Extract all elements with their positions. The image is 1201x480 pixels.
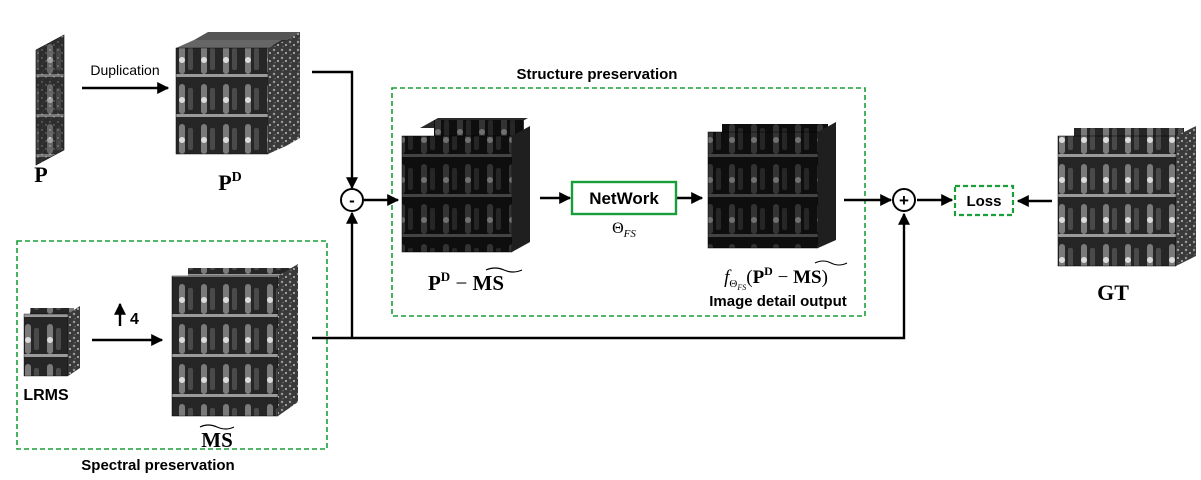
pd-label: PD — [218, 170, 242, 195]
pd-layer-front — [175, 40, 286, 155]
subtract-symbol: - — [349, 191, 355, 210]
connectors — [82, 70, 1052, 346]
diff-formula-label: PD − MS — [428, 267, 523, 295]
ms-image-stack — [171, 264, 298, 417]
p-label: P — [34, 162, 47, 187]
svg-text:fΘFS(PD − MS): fΘFS(PD − MS) — [724, 264, 828, 292]
network-label: NetWork — [589, 189, 659, 208]
diff-image-stack — [401, 118, 530, 253]
image-detail-label: Image detail output — [709, 293, 847, 310]
ms-label: MS — [201, 428, 233, 452]
p-image — [35, 34, 65, 166]
ms-tilde — [199, 424, 235, 430]
upsample-factor-label: 4 — [130, 311, 139, 328]
gt-image-stack — [1057, 126, 1196, 267]
output-tilde — [814, 260, 848, 266]
loss-label: Loss — [966, 193, 1001, 210]
svg-text:PD − MS: PD − MS — [428, 269, 504, 295]
spectral-preservation-frame — [16, 240, 328, 450]
arrow-ms-to-add — [312, 212, 910, 340]
network-block: NetWork — [570, 180, 678, 216]
diff-tilde — [485, 267, 523, 273]
output-formula-label: fΘFS(PD − MS) — [724, 260, 848, 292]
spectral-preservation-title: Spectral preservation — [81, 457, 234, 474]
lrms-label: LRMS — [23, 387, 69, 404]
structure-preservation-title: Structure preservation — [517, 66, 678, 83]
pd-image-stack — [175, 32, 300, 155]
gt-label: GT — [1097, 280, 1129, 305]
arrow-pd-to-subtract — [312, 70, 358, 190]
add-symbol: + — [899, 191, 909, 210]
ms-label-group: MS — [199, 424, 235, 452]
output-image-stack — [707, 122, 836, 249]
subtract-operator: - — [340, 188, 364, 212]
theta-fs-label: ΘFS — [612, 220, 636, 240]
add-operator: + — [892, 188, 916, 212]
duplication-label: Duplication — [90, 62, 159, 78]
loss-block: Loss — [953, 184, 1015, 217]
lrms-image-stack — [23, 306, 80, 377]
